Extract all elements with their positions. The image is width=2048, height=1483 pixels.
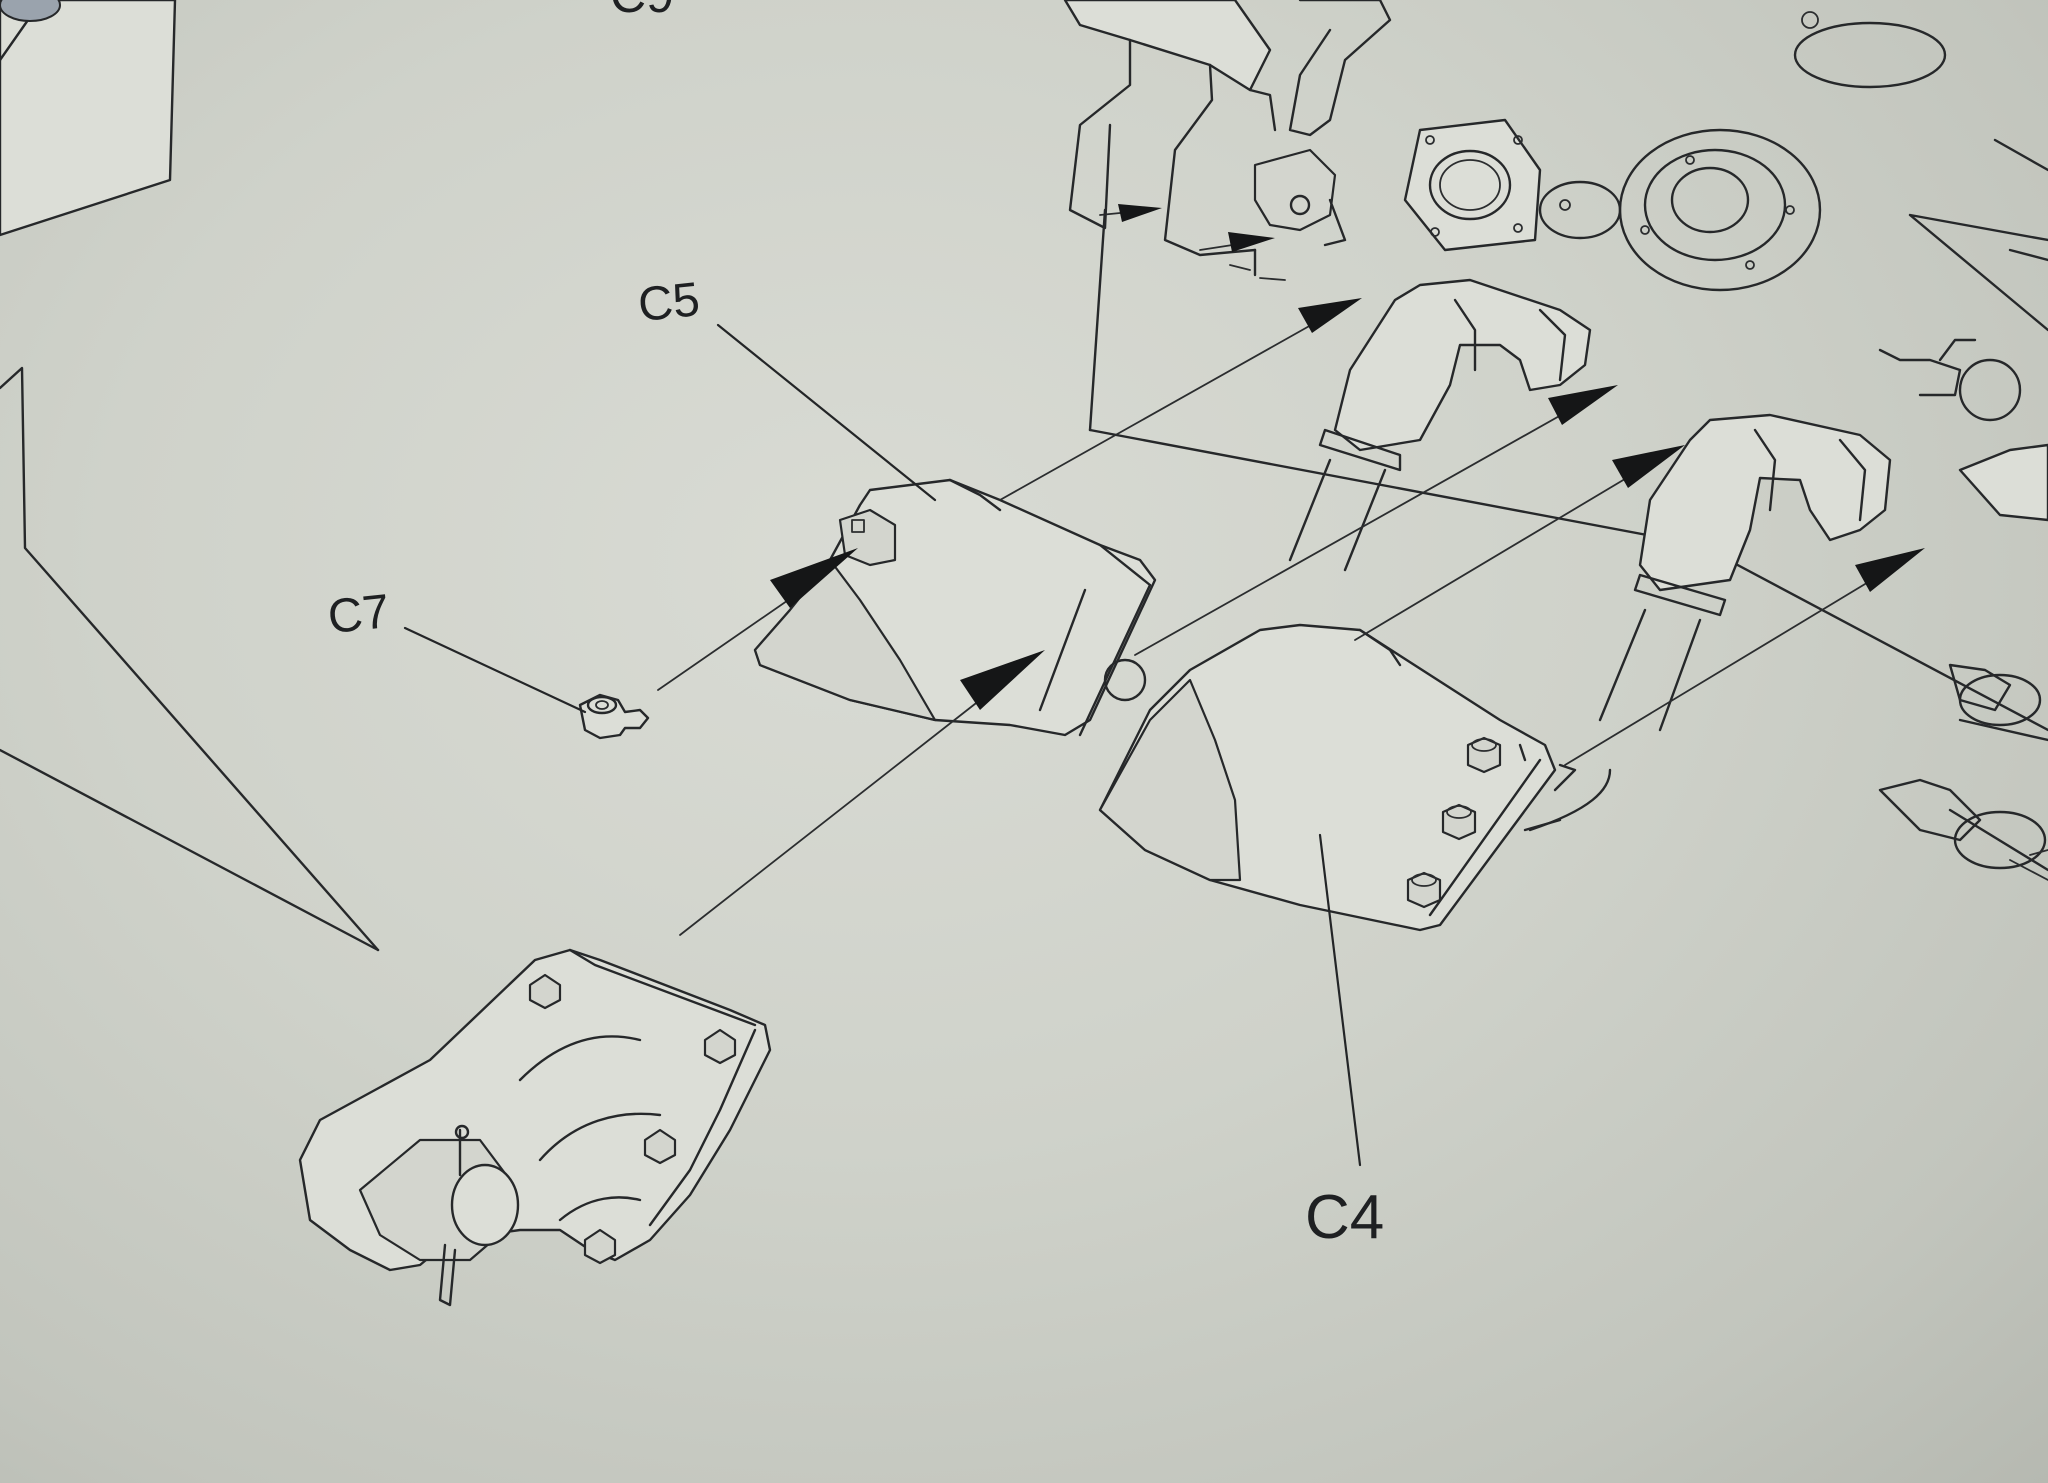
lower-bracket-part: [298, 948, 772, 1307]
label-c9: C9: [610, 0, 674, 23]
arrow-icon: [1612, 445, 1685, 488]
arrow-icon: [770, 548, 858, 608]
label-c7: C7: [325, 585, 392, 644]
left-lower-structure: [0, 366, 380, 952]
arrow-icon: [1855, 548, 1925, 592]
hull-body-lines: [1088, 208, 2048, 732]
assembly-arrows: [657, 298, 1925, 936]
exhaust-pipe-rear-left: [1288, 278, 1592, 572]
bolt-icon: [528, 973, 562, 1010]
c4-leader: [1318, 833, 1362, 1167]
bolt-icon: [1406, 871, 1442, 909]
part-c4-exhaust-cover: [1098, 623, 1612, 932]
label-c5: C5: [636, 273, 703, 332]
arrow-icon: [1298, 298, 1362, 333]
bolt-icon: [583, 1228, 617, 1265]
hull-upper-area: [1063, 0, 2048, 881]
leader-lines: [403, 323, 1362, 1167]
bolt-icon: [1466, 736, 1502, 774]
c7-leader: [403, 626, 587, 714]
bolt-icon: [1441, 803, 1477, 841]
part-c5-exhaust-cover: [753, 478, 1157, 737]
label-c4: C4: [1305, 1183, 1384, 1252]
arrow-icon: [1118, 204, 1162, 222]
part-c7-fitting: [578, 693, 650, 740]
left-upper-structure: [0, 0, 177, 237]
exhaust-pipe-rear-right: [1598, 413, 1892, 732]
c5-leader: [716, 323, 937, 502]
bolt-icon: [703, 1028, 737, 1065]
arrow-icon: [960, 650, 1045, 710]
bolt-icon: [643, 1128, 677, 1165]
arrow-icon: [1228, 232, 1275, 252]
arrow-icon: [1548, 385, 1618, 425]
